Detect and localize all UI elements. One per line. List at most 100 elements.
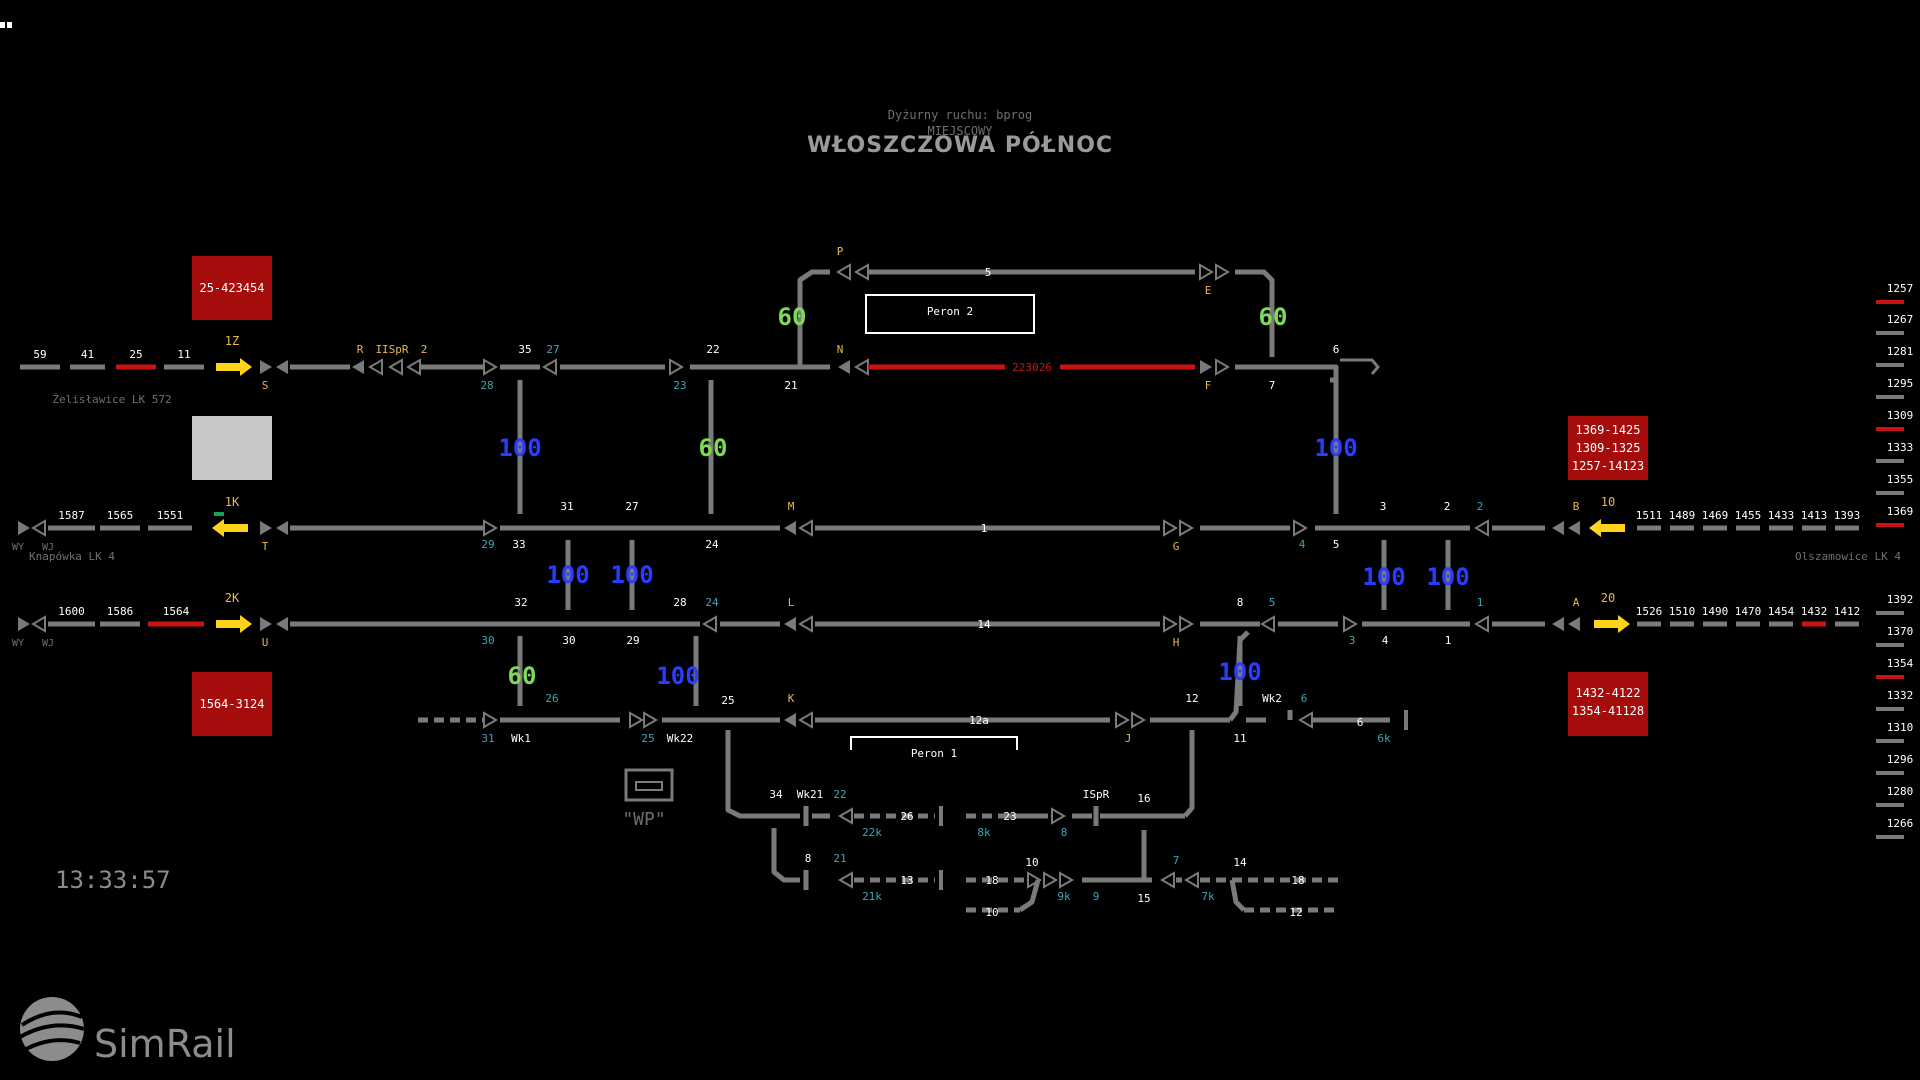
signal-go-bar[interactable]	[1601, 524, 1625, 532]
menu-icon[interactable]	[0, 20, 13, 30]
signal-arrow-left-icon[interactable]	[1474, 615, 1489, 633]
signal-arrow-left-icon[interactable]	[798, 519, 813, 537]
track-curve[interactable]	[1018, 879, 1041, 913]
signal-arrow-left-icon[interactable]	[542, 358, 557, 376]
signal-arrow-left-icon[interactable]	[798, 711, 813, 729]
signal-arrow-left-icon[interactable]	[854, 263, 869, 281]
alert-box-e-top[interactable]: 1369-1425 1309-1325 1257-14123	[1568, 416, 1648, 480]
signal-arrow-left-icon[interactable]	[1184, 871, 1199, 889]
signal-arrow-right-icon[interactable]	[483, 711, 498, 729]
signal-arrow-right-icon[interactable]	[629, 711, 644, 729]
signal-arrow-left-icon[interactable]	[1474, 519, 1489, 537]
track-curve[interactable]	[1183, 730, 1195, 818]
signal-arrow-left-icon[interactable]	[702, 615, 717, 633]
signal-arrow-right-icon[interactable]	[643, 711, 658, 729]
track-label: 12	[1185, 692, 1198, 705]
signal-arrow-right-icon[interactable]	[1027, 871, 1042, 889]
signal-arrow-right-icon[interactable]	[483, 358, 498, 376]
signal-go-bar[interactable]	[216, 363, 240, 371]
signal-arrow-right-icon[interactable]	[1059, 871, 1074, 889]
signal-arrow-left-icon[interactable]	[836, 263, 851, 281]
track-label: 14	[1233, 856, 1247, 869]
block-label: 25	[129, 348, 142, 361]
signal-go-bar[interactable]	[224, 524, 248, 532]
track-label: 6	[1357, 716, 1364, 729]
signal-arrow-right-icon[interactable]	[1051, 807, 1066, 825]
signal-head-left-icon[interactable]	[1552, 521, 1564, 535]
track-curve[interactable]	[797, 269, 830, 367]
track-curve[interactable]	[771, 828, 800, 883]
track-label: 29	[481, 538, 494, 551]
signal-arrow-right-icon[interactable]	[669, 358, 684, 376]
track-curve[interactable]	[1235, 269, 1275, 357]
wp-icon[interactable]	[624, 768, 674, 802]
signal-head-right-icon[interactable]	[260, 360, 272, 374]
signal-go-bar[interactable]	[216, 620, 240, 628]
alert-box-e-bottom[interactable]: 1432-4122 1354-41128	[1568, 672, 1648, 736]
signal-arrow-left-icon[interactable]	[798, 615, 813, 633]
signal-go-arrow-icon[interactable]	[240, 358, 252, 376]
signal-arrow-right-icon[interactable]	[1163, 615, 1178, 633]
track-label: 25	[721, 694, 734, 707]
signal-arrow-right-icon[interactable]	[1215, 263, 1230, 281]
signal-go-arrow-icon[interactable]	[240, 615, 252, 633]
signal-head-left-icon[interactable]	[784, 713, 796, 727]
signal-arrow-right-icon[interactable]	[1131, 711, 1146, 729]
track-label: 7	[1269, 379, 1276, 392]
signal-go-arrow-icon[interactable]	[1618, 615, 1630, 633]
signal-arrow-right-icon[interactable]	[1115, 711, 1130, 729]
signal-head-right-icon[interactable]	[260, 617, 272, 631]
signal-arrow-right-icon[interactable]	[1043, 871, 1058, 889]
speed-limit-label: 100	[656, 662, 699, 690]
signal-head-left-icon[interactable]	[784, 521, 796, 535]
signal-head-right-icon[interactable]	[18, 617, 30, 631]
signal-head-right-icon[interactable]	[1200, 360, 1212, 374]
signal-head-left-icon[interactable]	[1568, 617, 1580, 631]
signal-head-left-icon[interactable]	[838, 360, 850, 374]
signal-go-arrow-icon[interactable]	[1589, 519, 1601, 537]
track-curve[interactable]	[1330, 364, 1339, 383]
track-label: 5	[1269, 596, 1276, 609]
track-curve[interactable]	[725, 730, 800, 819]
signal-arrow-left-icon[interactable]	[406, 358, 421, 376]
signal-head-left-icon[interactable]	[352, 360, 364, 374]
track-label: Wk2	[1262, 692, 1282, 705]
signal-arrow-right-icon[interactable]	[1179, 519, 1194, 537]
signal-arrow-left-icon[interactable]	[31, 615, 46, 633]
signal-head-left-icon[interactable]	[784, 617, 796, 631]
speed-limit-label: 100	[498, 434, 541, 462]
signal-head-left-icon[interactable]	[1568, 521, 1580, 535]
signal-arrow-left-icon[interactable]	[388, 358, 403, 376]
signal-head-left-icon[interactable]	[276, 360, 288, 374]
signal-head-right-icon[interactable]	[260, 521, 272, 535]
signal-arrow-left-icon[interactable]	[1160, 871, 1175, 889]
empty-indicator-box[interactable]	[192, 416, 272, 480]
signal-arrow-left-icon[interactable]	[838, 807, 853, 825]
signal-go-arrow-icon[interactable]	[212, 519, 224, 537]
signal-head-right-icon[interactable]	[18, 521, 30, 535]
signal-arrow-right-icon[interactable]	[1293, 519, 1308, 537]
alert-box-s-top[interactable]: 25-423454	[192, 256, 272, 320]
signal-arrow-left-icon[interactable]	[1298, 711, 1313, 729]
signal-go-bar[interactable]	[1594, 620, 1618, 628]
signal-head-left-icon[interactable]	[276, 521, 288, 535]
signal-arrow-left-icon[interactable]	[1260, 615, 1275, 633]
signal-arrow-left-icon[interactable]	[368, 358, 383, 376]
signal-head-left-icon[interactable]	[1552, 617, 1564, 631]
signal-arrow-right-icon[interactable]	[1163, 519, 1178, 537]
signal-arrow-right-icon[interactable]	[483, 519, 498, 537]
track-label: 14	[977, 618, 991, 631]
signal-arrow-right-icon[interactable]	[1179, 615, 1194, 633]
track-label: 6k	[1377, 732, 1391, 745]
signal-arrow-right-icon[interactable]	[1199, 263, 1214, 281]
track-curve[interactable]	[1229, 879, 1246, 912]
alert-box-s-bottom[interactable]: 1564-3124	[192, 672, 272, 736]
signal-arrow-right-icon[interactable]	[1343, 615, 1358, 633]
signal-arrow-right-icon[interactable]	[1215, 358, 1230, 376]
signal-arrow-left-icon[interactable]	[854, 358, 869, 376]
signal-head-left-icon[interactable]	[276, 617, 288, 631]
signal-arrow-left-icon[interactable]	[838, 871, 853, 889]
signal-arrow-left-icon[interactable]	[31, 519, 46, 537]
speed-limit-label: 60	[1259, 303, 1288, 331]
